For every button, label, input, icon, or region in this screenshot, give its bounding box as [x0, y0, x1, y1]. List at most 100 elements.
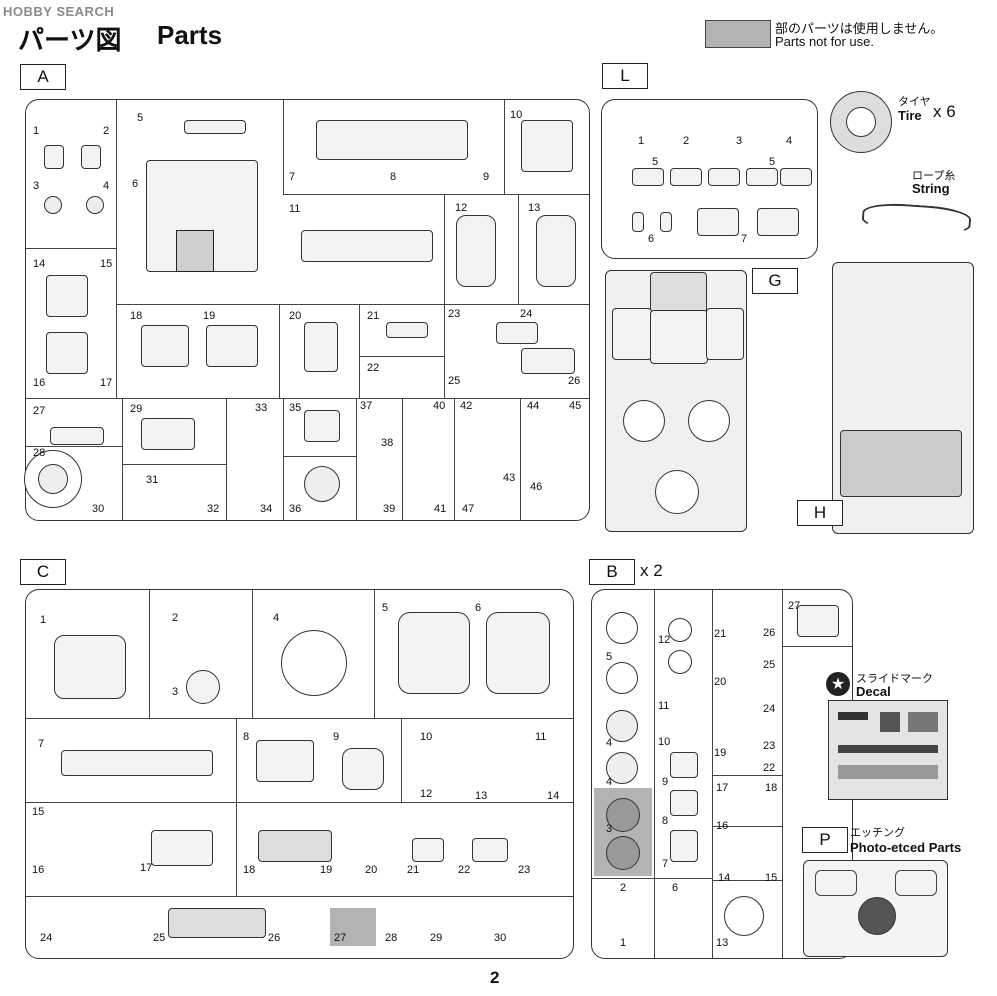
part-b-5: 5 — [606, 651, 613, 663]
part-b-26: 26 — [763, 627, 776, 639]
part-l-1: 1 — [638, 135, 645, 147]
sprue-l-label: L — [602, 63, 648, 89]
part-c-9: 9 — [333, 731, 340, 743]
photoetch-label-jp: エッチング — [850, 826, 905, 839]
part-a-14: 14 — [33, 258, 46, 270]
part-l-2: 2 — [683, 135, 690, 147]
sprue-p-label: P — [802, 827, 848, 853]
part-a-43: 43 — [503, 472, 516, 484]
legend-jp: 部のパーツは使用しません。 — [775, 22, 944, 37]
part-c-1: 1 — [40, 614, 47, 626]
page-title-jp: パーツ図 — [18, 25, 122, 55]
part-a-11: 11 — [289, 203, 301, 215]
part-a-10: 10 — [510, 109, 523, 121]
part-a-33: 33 — [255, 402, 268, 414]
string-label-jp: ロープ糸 — [912, 169, 956, 182]
part-b-10: 10 — [658, 736, 671, 748]
part-a-46: 46 — [530, 481, 543, 493]
page-number: 2 — [490, 968, 500, 987]
part-a-9: 9 — [483, 171, 490, 183]
decal-label-en: Decal — [856, 684, 891, 699]
part-c-18: 18 — [243, 864, 256, 876]
sprue-a-frame — [24, 99, 590, 521]
part-c-15: 15 — [32, 806, 45, 818]
part-b-2: 2 — [620, 882, 627, 894]
decal-label-jp: スライドマーク — [856, 672, 933, 685]
part-c-28: 28 — [385, 932, 398, 944]
part-l-5b: 5 — [769, 156, 776, 168]
part-c-22: 22 — [458, 864, 471, 876]
page-title-en: Parts — [157, 20, 223, 50]
part-a-4: 4 — [103, 180, 110, 192]
part-a-39: 39 — [383, 503, 396, 515]
watermark: HOBBY SEARCH — [3, 4, 115, 19]
part-a-21: 21 — [367, 310, 380, 322]
part-c-3: 3 — [172, 686, 179, 698]
part-a-40: 40 — [433, 400, 446, 412]
sprue-b-quantity: x 2 — [640, 561, 663, 580]
part-b-20: 20 — [714, 676, 727, 688]
part-b-11: 11 — [658, 700, 670, 712]
part-b-24: 24 — [763, 703, 776, 715]
part-a-44: 44 — [527, 400, 540, 412]
part-a-25: 25 — [448, 375, 461, 387]
part-c-19: 19 — [320, 864, 333, 876]
part-c-24: 24 — [40, 932, 53, 944]
part-a-13: 13 — [528, 202, 541, 214]
legend-en: Parts not for use. — [775, 34, 874, 49]
part-b-12: 12 — [658, 634, 671, 646]
part-a-32: 32 — [207, 503, 220, 515]
photoetch-label-en: Photo-etced Parts — [850, 840, 962, 855]
part-b-4a: 4 — [606, 737, 613, 749]
part-a-6: 6 — [132, 178, 139, 190]
part-c-26: 26 — [268, 932, 281, 944]
part-a-35: 35 — [289, 402, 302, 414]
part-b-21: 21 — [714, 628, 727, 640]
part-a-37: 37 — [360, 400, 373, 412]
part-a-29: 29 — [130, 403, 143, 415]
part-a-38: 38 — [381, 437, 394, 449]
part-b-7: 7 — [662, 858, 669, 870]
part-a-8: 8 — [390, 171, 397, 183]
part-a-19: 19 — [203, 310, 216, 322]
sprue-a-label: A — [20, 64, 66, 90]
part-b-13: 13 — [716, 937, 729, 949]
part-a-17: 17 — [100, 377, 113, 389]
part-a-45: 45 — [569, 400, 582, 412]
part-c-10: 10 — [420, 731, 433, 743]
part-c-12: 12 — [420, 788, 433, 800]
part-a-28: 28 — [33, 447, 46, 459]
part-a-47: 47 — [462, 503, 475, 515]
part-a-27: 27 — [33, 405, 46, 417]
sprue-b-label: B — [589, 559, 635, 585]
part-c-17: 17 — [140, 862, 153, 874]
part-a-41: 41 — [434, 503, 447, 515]
part-c-11: 11 — [535, 731, 547, 743]
tire-label-jp: タイヤ — [898, 95, 931, 108]
part-b-4b: 4 — [606, 776, 613, 788]
part-b-18: 18 — [765, 782, 778, 794]
part-a-26: 26 — [568, 375, 581, 387]
not-used-c27 — [330, 908, 376, 946]
not-used-swatch — [705, 20, 771, 48]
part-c-29: 29 — [430, 932, 443, 944]
part-b-23: 23 — [763, 740, 776, 752]
part-b-9: 9 — [662, 776, 669, 788]
sprue-c-label: C — [20, 559, 66, 585]
part-b-14: 14 — [718, 872, 731, 884]
part-a-31: 31 — [146, 474, 159, 486]
part-l-6: 6 — [648, 233, 655, 245]
part-c-5: 5 — [382, 602, 389, 614]
part-a-18: 18 — [130, 310, 143, 322]
part-c-23: 23 — [518, 864, 531, 876]
part-b-25: 25 — [763, 659, 776, 671]
part-b-27: 27 — [788, 600, 801, 612]
part-a-34: 34 — [260, 503, 273, 515]
part-b-1: 1 — [620, 937, 627, 949]
part-a-7: 7 — [289, 171, 296, 183]
part-b-8: 8 — [662, 815, 669, 827]
tire-hub — [846, 107, 876, 137]
part-b-6: 6 — [672, 882, 679, 894]
part-b-22: 22 — [763, 762, 776, 774]
part-a-5: 5 — [137, 112, 144, 124]
